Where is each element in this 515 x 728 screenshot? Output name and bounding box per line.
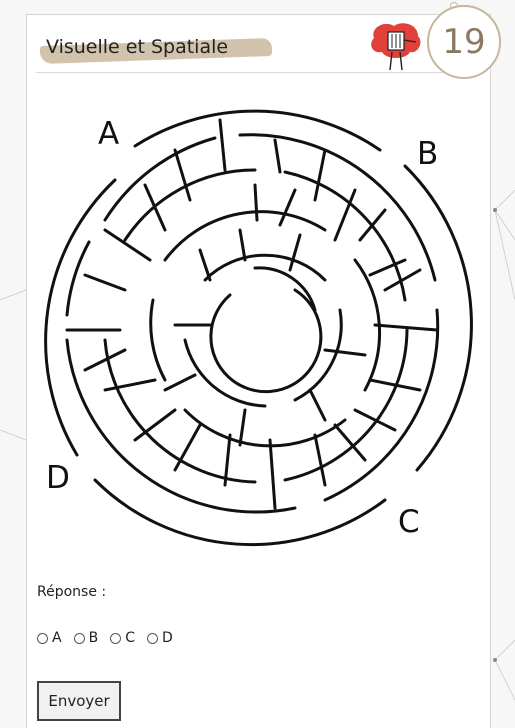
card-header: Visuelle et Spatiale — [36, 22, 471, 73]
circular-maze — [44, 109, 473, 547]
option-a[interactable]: A — [37, 630, 62, 646]
mascot-icon — [371, 23, 421, 71]
question-card — [26, 14, 491, 728]
option-b-label: B — [88, 630, 99, 646]
radio-a[interactable] — [37, 632, 48, 644]
category-title: Visuelle et Spatiale — [46, 36, 229, 58]
answer-label: Réponse : — [37, 584, 107, 600]
answer-options: A B C D — [37, 630, 173, 646]
option-a-label: A — [52, 630, 62, 646]
option-b[interactable]: B — [73, 630, 99, 646]
option-d[interactable]: D — [146, 630, 173, 646]
option-c[interactable]: C — [110, 630, 135, 646]
maze-label-d: D — [46, 460, 70, 496]
radio-c[interactable] — [110, 632, 122, 644]
maze-label-c: C — [398, 504, 420, 540]
question-number-badge: 19 — [427, 5, 501, 79]
radio-b[interactable] — [73, 632, 85, 644]
maze-label-b: B — [417, 136, 439, 172]
submit-button[interactable]: Envoyer — [37, 681, 121, 721]
radio-d[interactable] — [146, 632, 158, 644]
option-c-label: C — [125, 630, 135, 646]
option-d-label: D — [161, 630, 173, 646]
maze-label-a: A — [98, 116, 120, 152]
